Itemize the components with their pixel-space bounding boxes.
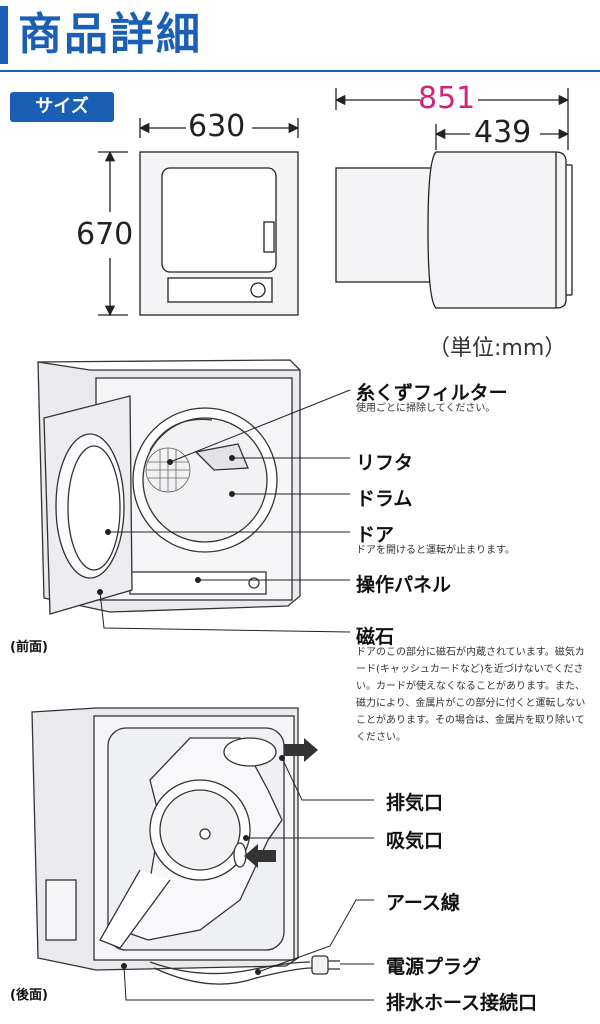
- height-dimension: 670: [76, 217, 134, 252]
- unit-note: （単位:mm）: [428, 336, 567, 361]
- back-view-caption: (後面): [10, 988, 48, 1003]
- back-leader-lines: [121, 755, 374, 1001]
- lint-filter-note: 使用ごとに掃除してください。: [356, 403, 496, 414]
- door-note: ドアを開けると運転が止まります。: [356, 545, 515, 556]
- front-leader-lines: [97, 389, 351, 633]
- power-cord: [149, 955, 340, 985]
- lifter-label: リフタ: [356, 452, 414, 474]
- exhaust-arrow: [284, 738, 318, 762]
- ground-wire-label: アース線: [386, 892, 460, 914]
- page-title: 商品詳細: [18, 9, 202, 60]
- drum-label: ドラム: [356, 488, 413, 510]
- side-dimension-drawing: [334, 88, 573, 309]
- power-plug-label: 電源プラグ: [386, 956, 482, 978]
- drain-hose-connector-label: 排水ホース接続口: [386, 992, 538, 1014]
- size-badge: サイズ: [10, 92, 114, 122]
- total-depth-dimension: 851: [418, 81, 476, 116]
- title-accent-bar: [0, 6, 8, 64]
- title-underline: [0, 70, 600, 72]
- front-view-drawing: [37, 359, 301, 615]
- magnet-note: ドアのこの部分に磁石が内蔵されています。磁気カード(キャッシュカードなど)を近づ…: [356, 647, 586, 743]
- front-view-caption: (前面): [10, 640, 48, 655]
- width-dimension: 630: [188, 109, 246, 144]
- intake-port-label: 吸気口: [386, 830, 444, 852]
- body-depth-dimension: 439: [474, 115, 532, 150]
- exhaust-port-label: 排気口: [386, 792, 444, 814]
- page-header: 商品詳細: [0, 0, 600, 70]
- back-view-drawing: [31, 707, 299, 971]
- lint-filter-label: 糸くずフィルター: [356, 382, 508, 404]
- control-panel-label: 操作パネル: [356, 574, 452, 596]
- magnet-label: 磁石: [356, 626, 395, 648]
- intake-arrow: [244, 844, 276, 868]
- front-dimension-drawing: [98, 118, 300, 317]
- door-label: ドア: [356, 524, 395, 546]
